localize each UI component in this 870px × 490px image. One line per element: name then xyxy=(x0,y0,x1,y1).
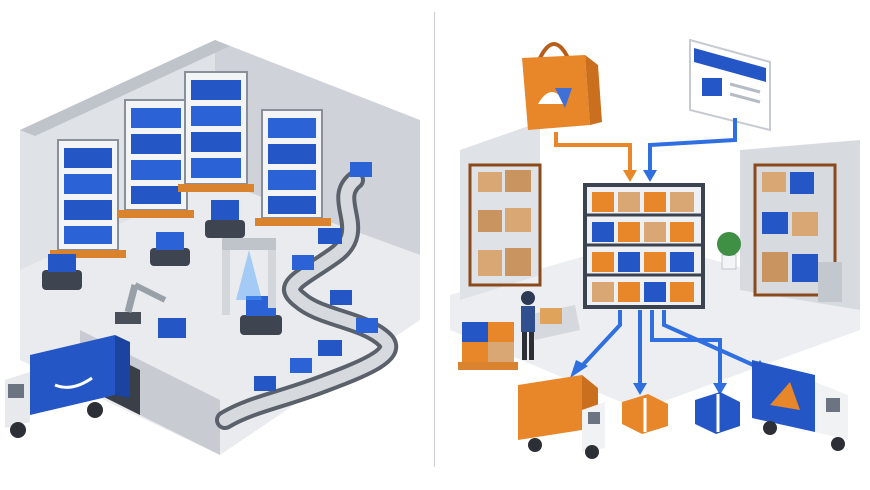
truck-icon xyxy=(5,335,130,438)
pallet-stack xyxy=(458,322,518,370)
side-shelf-right xyxy=(753,163,842,302)
storage-rack-1 xyxy=(50,139,126,258)
scanner-gate-icon xyxy=(222,238,276,315)
dispatch-flow-4 xyxy=(662,310,761,370)
arrow-head-blue xyxy=(643,170,657,182)
dispatch-flow-3 xyxy=(650,310,722,385)
central-pick-shelf xyxy=(583,183,705,309)
arrow-head-orange xyxy=(623,170,637,182)
parcel-icon xyxy=(290,358,312,373)
truck-icon xyxy=(518,375,605,459)
storage-rack-2 xyxy=(118,99,194,218)
parcel-icon xyxy=(695,392,740,434)
parcel-icon xyxy=(318,340,342,356)
order-flow-blue xyxy=(648,118,737,172)
worker-packing-station xyxy=(521,291,580,360)
storage-rack-3 xyxy=(178,71,254,192)
arrow-head xyxy=(633,383,647,395)
parcel-icon xyxy=(318,228,342,244)
arrow-head xyxy=(570,360,588,378)
wall-cap xyxy=(20,40,230,136)
side-shelf-left xyxy=(468,163,542,287)
order-flow-orange xyxy=(554,132,632,172)
panel-divider xyxy=(434,12,435,467)
robot-arm-icon xyxy=(115,282,186,338)
truck-icon xyxy=(752,360,848,451)
parcel-icon xyxy=(622,394,668,434)
robot-agv-1 xyxy=(42,254,82,290)
parcel-icon xyxy=(356,318,378,333)
robot-agv-3 xyxy=(205,200,245,238)
potted-plant xyxy=(717,232,741,270)
web-store-icon xyxy=(689,38,771,132)
parcel-icon xyxy=(330,290,352,305)
parcel-icon xyxy=(350,162,372,177)
storage-rack-4 xyxy=(255,109,331,226)
arrow-head xyxy=(713,383,727,395)
order-fulfillment-scene xyxy=(436,0,870,490)
parcel-icon xyxy=(292,255,314,270)
automated-warehouse-scene xyxy=(5,40,420,455)
parcel-icon xyxy=(254,376,276,391)
conveyor-belt-surface xyxy=(219,174,395,426)
shopping-bag-icon xyxy=(522,42,602,130)
robot-agv-2 xyxy=(150,232,190,266)
dispatch-flow-1 xyxy=(578,310,622,370)
